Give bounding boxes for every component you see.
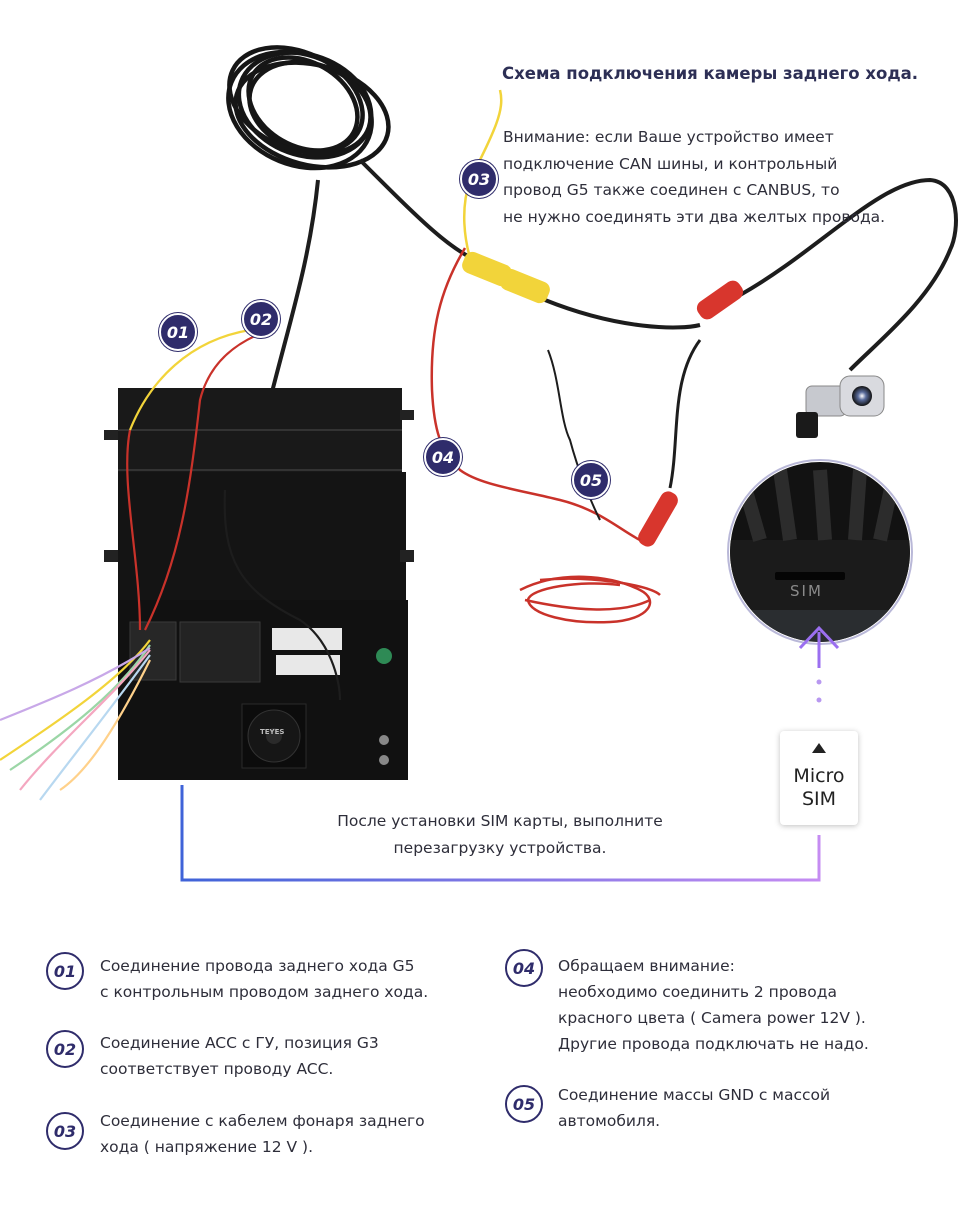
legend-number: 05	[505, 1085, 543, 1123]
sim-arrow	[798, 625, 840, 703]
wire-harness	[0, 328, 342, 801]
badge-05: 05	[572, 461, 610, 499]
micro-sim-label: Micro SIM	[780, 765, 858, 811]
page-title: Схема подключения камеры заднего хода.	[502, 64, 919, 83]
legend-line: соответствует проводу ACC.	[100, 1060, 334, 1078]
legend-item-04: 04	[505, 949, 543, 987]
rear-camera	[796, 375, 885, 438]
legend-item-05: 05	[505, 1085, 543, 1123]
warning-line: Внимание: если Ваше устройство имеет	[503, 128, 834, 146]
sim-slot-zoom	[727, 459, 913, 645]
legend-line: Соединение массы GND с массой	[558, 1086, 831, 1104]
camera-cable	[260, 179, 320, 421]
legend-text-02: Соединение ACC с ГУ, позиция G3 соответс…	[100, 1030, 379, 1082]
badge-03: 03	[460, 160, 498, 198]
sim-connector-line	[180, 785, 821, 882]
legend-line: Соединение провода заднего хода G5	[100, 957, 415, 975]
legend-item-02: 02	[46, 1030, 84, 1068]
sim-note: После установки SIM карты, выполните пер…	[300, 808, 700, 862]
badge-04: 04	[424, 438, 462, 476]
warning-text: Внимание: если Ваше устройство имеет под…	[503, 124, 953, 230]
legend-line: с контрольным проводом заднего хода.	[100, 983, 429, 1001]
legend-line: Соединение с кабелем фонаря заднего	[100, 1112, 425, 1130]
eject-triangle-icon	[812, 743, 826, 753]
legend-text-05: Соединение массы GND с массой автомобиля…	[558, 1082, 830, 1134]
device-brand: TEYES	[260, 728, 285, 736]
badge-01: 01	[159, 313, 197, 351]
sim-slot-label: SIM	[790, 582, 823, 600]
cable-coil	[226, 45, 391, 171]
sim-note-line: перезагрузку устройства.	[393, 839, 607, 857]
legend-line: необходимо соединить 2 провода	[558, 983, 837, 1001]
legend-number: 04	[505, 949, 543, 987]
legend-text-04: Обращаем внимание: необходимо соединить …	[558, 953, 869, 1057]
legend-number: 03	[46, 1112, 84, 1150]
red-wire-coil	[519, 575, 661, 624]
wiring-diagram	[0, 45, 958, 882]
legend-item-01: 01	[46, 952, 84, 990]
legend-number: 01	[46, 952, 84, 990]
warning-line: подключение CAN шины, и контрольный	[503, 154, 838, 173]
warning-line: провод G5 также соединен с CANBUS, то	[503, 181, 840, 199]
head-unit	[104, 388, 414, 780]
legend-number: 02	[46, 1030, 84, 1068]
badge-02: 02	[242, 300, 280, 338]
warning-line: не нужно соединять эти два желтых провод…	[503, 207, 886, 226]
legend-line: Обращаем внимание:	[558, 957, 735, 975]
micro-sim-card: Micro SIM	[780, 731, 858, 825]
legend-text-03: Соединение с кабелем фонаря заднего хода…	[100, 1108, 425, 1160]
legend-line: хода ( напряжение 12 V ).	[100, 1138, 314, 1156]
legend-line: автомобиля.	[558, 1112, 661, 1130]
legend-line: красного цвета ( Camera power 12V ).	[558, 1009, 866, 1027]
legend-item-03: 03	[46, 1112, 84, 1150]
legend-line: Соединение ACC с ГУ, позиция G3	[100, 1034, 379, 1052]
sim-note-line: После установки SIM карты, выполните	[337, 812, 663, 830]
micro-sim-label-line: SIM	[801, 788, 837, 810]
micro-sim-label-line: Micro	[793, 765, 845, 787]
legend-line: Другие провода подключать не надо.	[558, 1035, 869, 1053]
legend-text-01: Соединение провода заднего хода G5 с кон…	[100, 953, 428, 1005]
